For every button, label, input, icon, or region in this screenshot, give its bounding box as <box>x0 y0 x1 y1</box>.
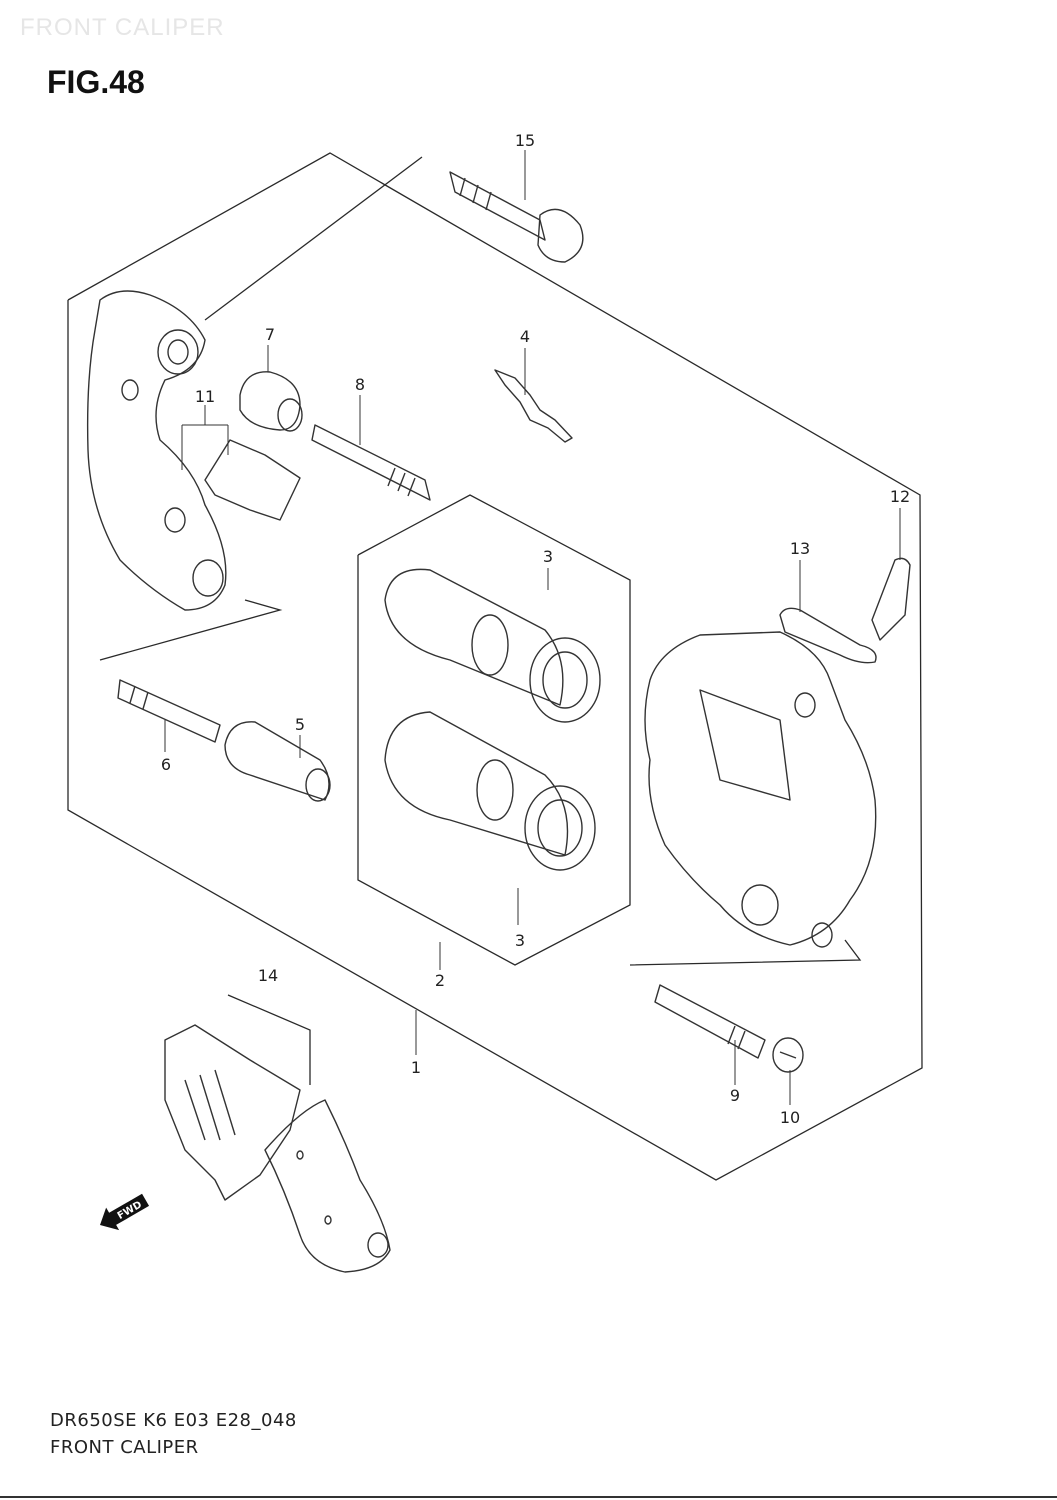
page-header-title: FRONT CALIPER <box>20 14 225 41</box>
fwd-direction-icon: FWD <box>100 1193 150 1231</box>
pad-spring-11 <box>204 439 301 521</box>
callout-9: 9 <box>730 1086 740 1105</box>
diagram-code: DR650SE K6 E03 E28_048 <box>50 1410 297 1431</box>
bottom-divider <box>0 1496 1057 1498</box>
callout-3-lower: 3 <box>515 931 525 950</box>
spring-4 <box>494 369 573 443</box>
pin-6 <box>117 679 221 743</box>
callout-10: 10 <box>780 1108 800 1127</box>
pin-9 <box>654 984 766 1059</box>
callout-5: 5 <box>295 715 305 734</box>
bolt-15 <box>449 171 584 263</box>
brake-pads-14 <box>164 1024 391 1273</box>
callout-12: 12 <box>890 487 910 506</box>
caliper-body <box>644 631 877 948</box>
callout-15: 15 <box>515 131 535 150</box>
assembly-frame-bolt-right <box>629 939 862 966</box>
bleeder-cap-13 <box>779 607 877 664</box>
callout-leader-lines <box>164 150 901 1105</box>
plug-10 <box>772 1037 804 1073</box>
assembly-frame-outer <box>67 152 923 1181</box>
assembly-frame-pin-group <box>204 156 423 321</box>
pin-8 <box>311 424 431 501</box>
callout-2: 2 <box>435 971 445 990</box>
callout-14: 14 <box>258 966 278 985</box>
callout-7: 7 <box>265 325 275 344</box>
callout-4: 4 <box>520 327 530 346</box>
boot-5 <box>224 721 331 802</box>
boot-7 <box>239 371 303 432</box>
bleeder-valve-12 <box>871 557 911 641</box>
callout-3-upper: 3 <box>543 547 553 566</box>
piston-lower <box>384 711 596 871</box>
callout-1: 1 <box>411 1058 421 1077</box>
callout-6: 6 <box>161 755 171 774</box>
assembly-frame-pad <box>227 994 311 1085</box>
caliper-bracket <box>86 290 227 611</box>
callout-13: 13 <box>790 539 810 558</box>
assembly-frame-left <box>99 599 283 661</box>
figure-number: FIG.48 <box>47 64 145 100</box>
assembly-frame-piston-box <box>357 494 631 966</box>
callout-11: 11 <box>195 387 215 406</box>
callout-8: 8 <box>355 375 365 394</box>
footer-title: FRONT CALIPER <box>50 1437 199 1458</box>
piston-upper <box>384 568 601 723</box>
